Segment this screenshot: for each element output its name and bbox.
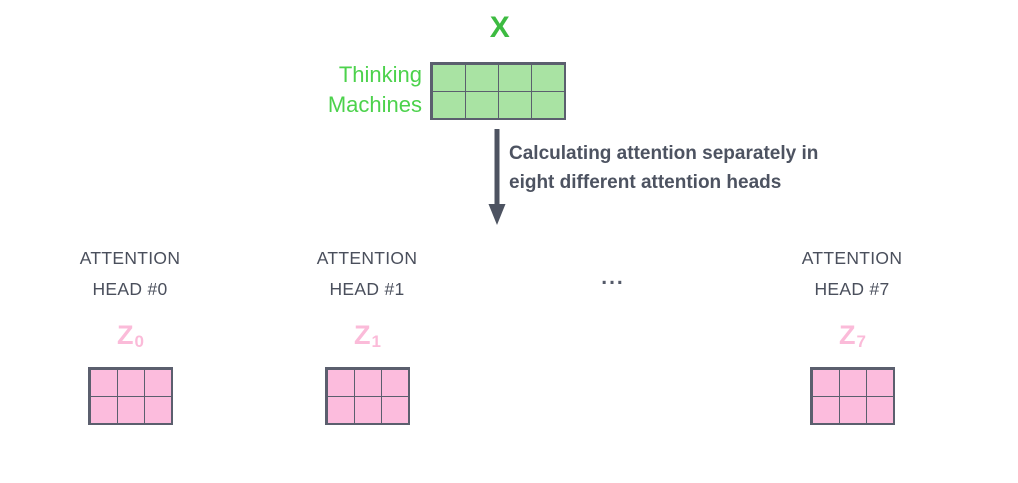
matrix-cell: [464, 63, 499, 92]
matrix-cell: [530, 90, 565, 119]
z-subscript: 1: [371, 332, 381, 351]
z-base: Z: [354, 320, 371, 350]
attention-head-1-title-line2: HEAD #1: [329, 279, 405, 299]
attention-head-1-z-label: Z1: [267, 319, 467, 355]
attention-head-7-title-line1: ATTENTION: [801, 248, 903, 268]
input-matrix-x: [430, 62, 566, 120]
matrix-cell: [380, 368, 409, 397]
matrix-cell: [116, 395, 145, 424]
matrix-cell: [380, 395, 409, 424]
process-caption: Calculating attention separately in eigh…: [509, 139, 909, 197]
attention-head-7: ATTENTION HEAD #7 Z7: [752, 243, 952, 355]
input-token-labels: Thinking Machines: [290, 60, 422, 120]
matrix-cell: [89, 368, 118, 397]
matrix-cell: [838, 368, 867, 397]
downward-arrow-icon: [487, 128, 509, 226]
matrix-cell: [431, 90, 466, 119]
token-label-machines: Machines: [327, 92, 422, 117]
ellipsis-indicator: ...: [601, 266, 625, 289]
matrix-cell: [143, 368, 172, 397]
matrix-cell: [838, 395, 867, 424]
attention-head-0-z-label: Z0: [30, 319, 230, 355]
z-base: Z: [839, 320, 856, 350]
attention-head-1: ATTENTION HEAD #1 Z1: [267, 243, 467, 355]
caption-line-2: eight different attention heads: [509, 172, 782, 193]
matrix-cell: [865, 395, 894, 424]
matrix-cell: [353, 395, 382, 424]
matrix-cell: [811, 395, 840, 424]
matrix-cell: [811, 368, 840, 397]
matrix-cell: [326, 395, 355, 424]
z-base: Z: [117, 320, 134, 350]
matrix-cell: [497, 90, 532, 119]
attention-head-7-title-line2: HEAD #7: [814, 279, 890, 299]
attention-head-7-z-label: Z7: [752, 319, 952, 355]
matrix-cell: [89, 395, 118, 424]
attention-head-0-title-line1: ATTENTION: [79, 248, 181, 268]
z-subscript: 7: [856, 332, 866, 351]
input-matrix-label: X: [489, 11, 511, 44]
matrix-cell: [116, 368, 145, 397]
output-matrix-z0: [88, 367, 173, 425]
z-subscript: 0: [134, 332, 144, 351]
token-label-thinking: Thinking: [338, 62, 422, 87]
attention-head-0: ATTENTION HEAD #0 Z0: [30, 243, 230, 355]
matrix-cell: [431, 63, 466, 92]
attention-head-1-title-line1: ATTENTION: [316, 248, 418, 268]
matrix-cell: [865, 368, 894, 397]
matrix-cell: [530, 63, 565, 92]
output-matrix-z1: [325, 367, 410, 425]
matrix-cell: [497, 63, 532, 92]
matrix-cell: [353, 368, 382, 397]
caption-line-1: Calculating attention separately in: [509, 143, 819, 164]
matrix-cell: [326, 368, 355, 397]
attention-head-0-title-line2: HEAD #0: [92, 279, 168, 299]
output-matrix-z7: [810, 367, 895, 425]
matrix-cell: [143, 395, 172, 424]
matrix-cell: [464, 90, 499, 119]
